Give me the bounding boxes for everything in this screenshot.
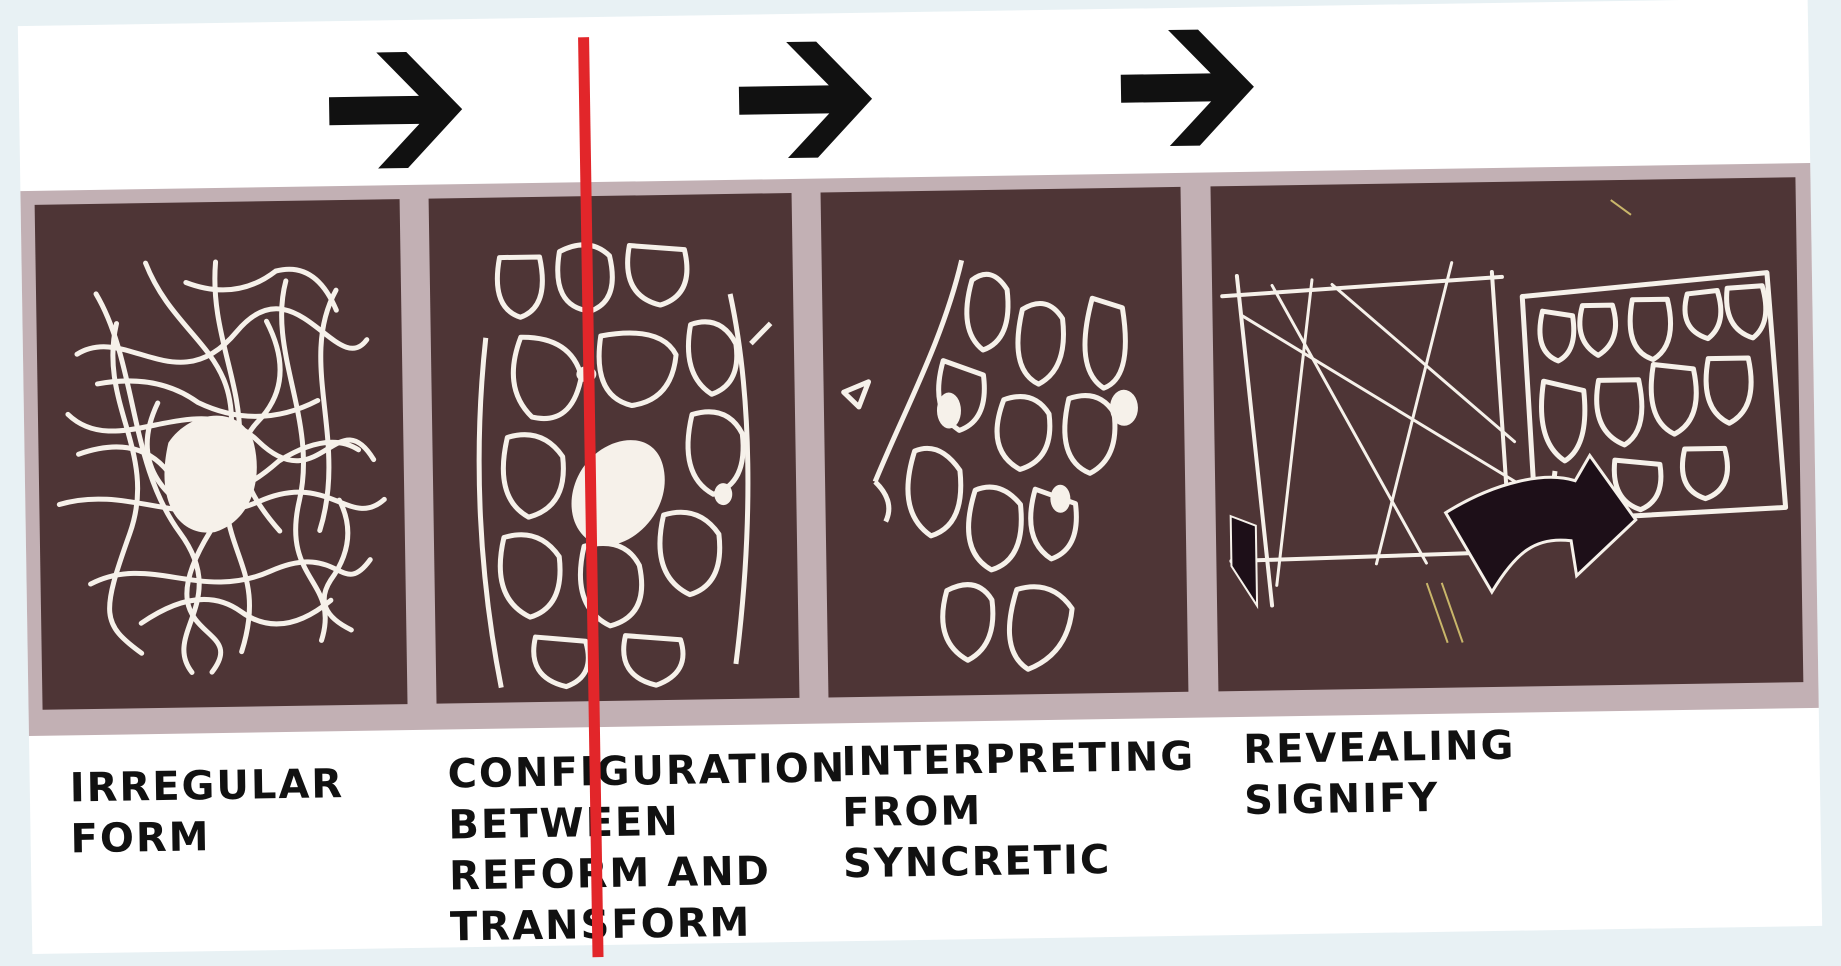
right-arrow-icon [736,28,888,170]
irregular-tangle-sketch [35,199,408,710]
sketch-panel-irregular [35,199,408,710]
sketch-panel-revealing [1210,177,1803,691]
right-arrow-icon [1118,16,1270,158]
sketch-panel-configuration [429,193,800,704]
revealing-frames-sketch [1210,177,1803,691]
right-arrow-icon [326,39,478,181]
sketch-panel-interpreting [821,187,1189,698]
diagram-sheet: IRREGULAR FORM CONFIGURATION BETWEEN REF… [18,0,1822,954]
syncretic-cells-sketch [821,187,1189,698]
stage-label-configuration: CONFIGURATION BETWEEN REFORM AND TRANSFO… [447,743,849,953]
stage-label-interpreting: INTERPRETING FROM SYNCRETIC [841,732,1197,891]
sketch-strip [20,163,1818,736]
stage-label-irregular-form: IRREGULAR FORM [69,759,345,865]
cellular-configuration-sketch [429,193,800,704]
stage-label-revealing: REVEALING SIGNIFY [1243,721,1517,827]
